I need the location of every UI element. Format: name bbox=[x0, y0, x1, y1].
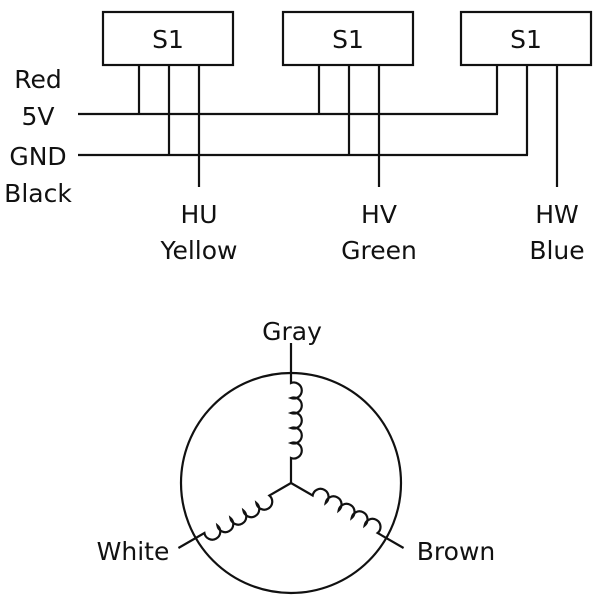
gnd-label: GND bbox=[9, 142, 66, 171]
sensor-label: S1 bbox=[152, 25, 184, 54]
coil-right bbox=[290, 482, 405, 549]
vcc-label: 5V bbox=[21, 102, 54, 131]
sensor-label: S1 bbox=[332, 25, 364, 54]
signal-label: HU bbox=[180, 200, 217, 229]
sensor-label: S1 bbox=[510, 25, 542, 54]
motor-windings: Gray White Brown bbox=[97, 317, 495, 595]
signal-color-label: Yellow bbox=[160, 236, 238, 265]
winding-top bbox=[287, 343, 303, 483]
coil-top bbox=[287, 343, 303, 483]
gnd-color-label: Black bbox=[4, 179, 72, 208]
signal-label: HV bbox=[361, 200, 397, 229]
vcc-color-label: Red bbox=[14, 65, 62, 94]
winding-label-left: White bbox=[97, 537, 170, 566]
coil-left bbox=[177, 482, 292, 549]
winding-label-top: Gray bbox=[262, 317, 322, 346]
winding-left bbox=[177, 482, 292, 549]
winding-label-right: Brown bbox=[417, 537, 495, 566]
winding-right bbox=[290, 482, 405, 549]
signal-label: HW bbox=[535, 200, 579, 229]
signal-color-label: Green bbox=[341, 236, 417, 265]
rail-labels: Red 5V GND Black bbox=[4, 65, 72, 208]
signal-color-label: Blue bbox=[529, 236, 584, 265]
